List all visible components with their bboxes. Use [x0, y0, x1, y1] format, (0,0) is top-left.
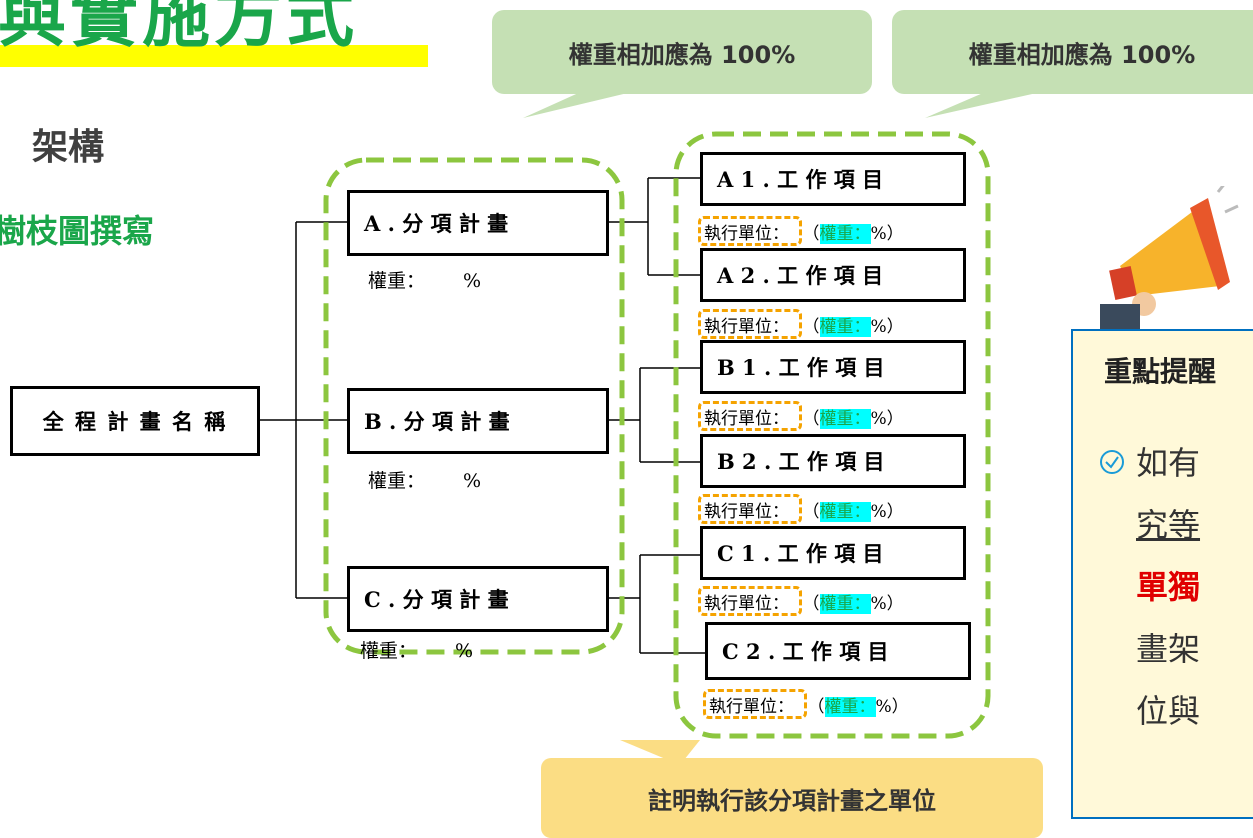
subproject-box-a: A . 分 項 計 畫 [347, 190, 609, 256]
weight-sum-callout-2: 權重相加應為 100% [892, 10, 1253, 94]
root-project-label: 全 程 計 畫 名 稱 [42, 409, 228, 434]
notice-title: 重點提醒 [1104, 355, 1217, 388]
workitem-box-b1: B 1 . 工 作 項 目 [700, 340, 966, 394]
workitem-label-c2: C 2 . 工 作 項 目 [722, 639, 889, 664]
workitem-label-c1: C 1 . 工 作 項 目 [717, 541, 884, 566]
unit-note-callout: 註明執行該分項計畫之單位 [541, 758, 1043, 838]
unit-row-a2: 執行單位：（權重：%） [704, 317, 904, 337]
unit-highlight-a1 [698, 216, 802, 246]
subproject-group-dashed [323, 157, 625, 655]
notice-line-5: 位與 [1136, 692, 1201, 730]
title-highlight [0, 45, 428, 67]
root-project-box: 全 程 計 畫 名 稱 [10, 386, 260, 456]
workitem-box-c2: C 2 . 工 作 項 目 [705, 622, 971, 680]
workitem-group-dashed [673, 131, 991, 739]
subproject-box-c: C . 分 項 計 畫 [347, 566, 609, 632]
subproject-label-b: B . 分 項 計 畫 [364, 409, 510, 434]
unit-row-b2: 執行單位：（權重：%） [704, 502, 904, 522]
page-title: 與實施方式 [0, 0, 359, 57]
notice-line-2: 究等 [1136, 506, 1201, 544]
unit-row-c2: 執行單位：（權重：%） [709, 697, 909, 717]
subproject-weight-a: 權重：% [368, 270, 482, 292]
section-subheading: 樹枝圖撰寫 [0, 212, 155, 250]
callout-tail-2 [925, 90, 1050, 118]
workitem-label-b1: B 1 . 工 作 項 目 [717, 355, 885, 380]
workitem-box-a1: A 1 . 工 作 項 目 [700, 152, 966, 206]
workitem-label-a2: A 2 . 工 作 項 目 [717, 263, 884, 288]
notice-panel [1071, 329, 1253, 819]
workitem-label-a1: A 1 . 工 作 項 目 [717, 167, 884, 192]
unit-highlight-c1 [698, 586, 802, 616]
check-circle-icon [1100, 450, 1124, 474]
unit-highlight-c2 [703, 689, 807, 719]
subproject-weight-c: 權重：% [360, 640, 474, 662]
unit-row-c1: 執行單位：（權重：%） [704, 594, 904, 614]
unit-highlight-b2 [698, 494, 802, 524]
workitem-box-b2: B 2 . 工 作 項 目 [700, 434, 966, 488]
megaphone-icon [1100, 186, 1239, 334]
unit-highlight-a2 [698, 309, 802, 339]
subproject-box-b: B . 分 項 計 畫 [347, 388, 609, 454]
notice-line-3: 單獨 [1136, 568, 1201, 606]
unit-row-a1: 執行單位：（權重：%） [704, 224, 904, 244]
subproject-label-a: A . 分 項 計 畫 [364, 211, 509, 236]
subproject-weight-b: 權重：% [368, 470, 482, 492]
unit-row-b1: 執行單位：（權重：%） [704, 409, 904, 429]
section-heading: 架構 [32, 127, 105, 168]
workitem-label-b2: B 2 . 工 作 項 目 [717, 449, 885, 474]
subproject-label-c: C . 分 項 計 畫 [364, 587, 509, 612]
callout-tail-1 [523, 90, 640, 118]
workitem-box-a2: A 2 . 工 作 項 目 [700, 248, 966, 302]
weight-sum-callout-1: 權重相加應為 100% [492, 10, 872, 94]
notice-line-1: 如有 [1136, 444, 1201, 482]
notice-line-4: 畫架 [1136, 630, 1201, 668]
unit-highlight-b1 [698, 401, 802, 431]
workitem-box-c1: C 1 . 工 作 項 目 [700, 526, 966, 580]
